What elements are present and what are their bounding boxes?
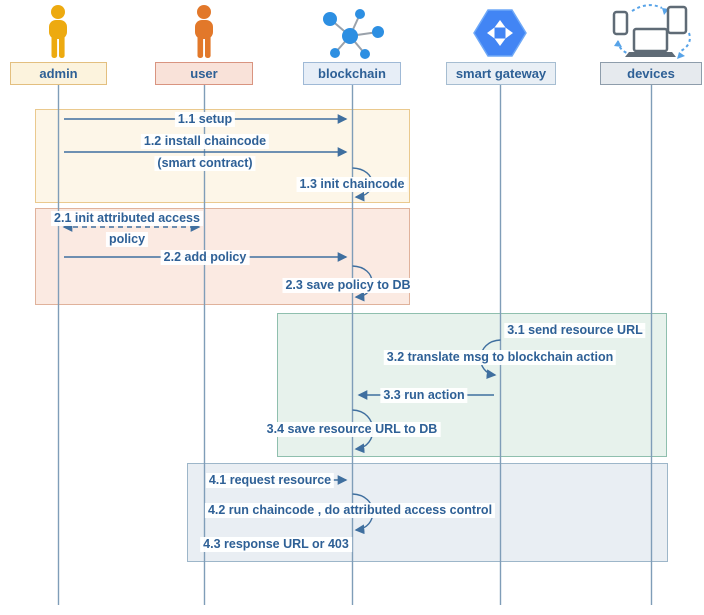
- actor-label-smart-gateway: smart gateway: [446, 62, 556, 85]
- actor-name: devices: [627, 66, 675, 81]
- actor-label-devices: devices: [600, 62, 702, 85]
- message-label-2-1: 2.1 init attributed access: [51, 211, 203, 226]
- message-label-1-2: 1.2 install chaincode: [140, 134, 270, 149]
- lifelines: [57, 85, 653, 605]
- message-label-4-2: 4.2 run chaincode , do attributed access…: [204, 503, 496, 518]
- actor-label-admin: admin: [10, 62, 107, 85]
- message-label-1-3: 1.3 init chaincode: [296, 177, 408, 192]
- message-label-1-2-cont: (smart contract): [154, 156, 256, 171]
- message-label-3-4: 3.4 save resource URL to DB: [263, 422, 441, 437]
- actor-name: admin: [39, 66, 78, 81]
- message-label-2-1-cont: policy: [105, 232, 149, 247]
- actor-name: blockchain: [318, 66, 386, 81]
- person-icon: [195, 5, 213, 58]
- actor-label-user: user: [155, 62, 253, 85]
- actor-name: user: [190, 66, 218, 81]
- person-icon: [49, 5, 67, 58]
- message-label-2-2: 2.2 add policy: [160, 250, 250, 265]
- message-label-3-2: 3.2 translate msg to blockchain action: [383, 350, 617, 365]
- actor-label-blockchain: blockchain: [303, 62, 401, 85]
- actor-name: smart gateway: [455, 66, 547, 81]
- message-label-3-1: 3.1 send resource URL: [504, 323, 646, 338]
- devices-sync-icon: [612, 4, 691, 59]
- message-label-3-3: 3.3 run action: [380, 388, 468, 403]
- network-icon: [323, 9, 384, 59]
- message-label-1-1: 1.1 setup: [174, 112, 236, 127]
- message-label-2-3: 2.3 save policy to DB: [282, 278, 414, 293]
- gateway-hexagon-icon: [473, 9, 527, 57]
- message-label-4-3: 4.3 response URL or 403: [200, 537, 352, 552]
- message-label-4-1: 4.1 request resource: [205, 473, 335, 488]
